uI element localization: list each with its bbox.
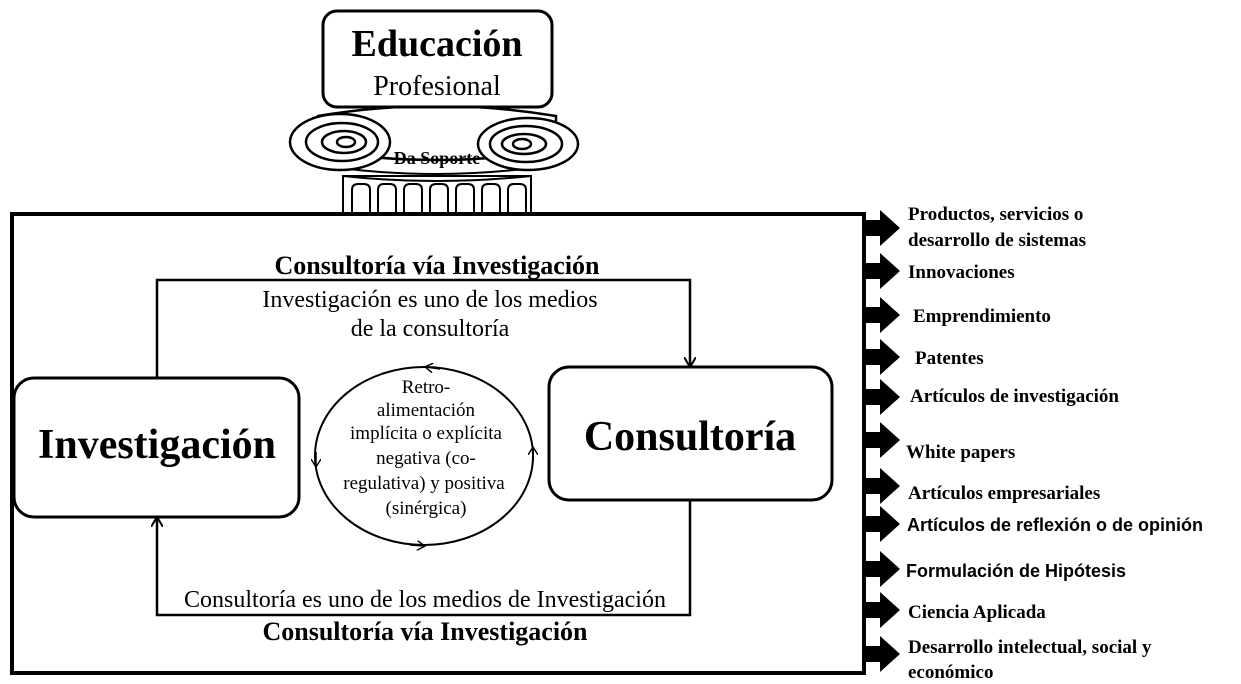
consultoria-label: Consultoría: [584, 414, 796, 460]
output-label-11-line-2: económico: [908, 662, 993, 683]
feedback-arrow-bottom: [409, 545, 424, 546]
education-box: [321, 9, 554, 109]
feedback-line-3: implícita o explícita: [350, 423, 503, 444]
output-label-1-line-2: desarrollo de sistemas: [908, 230, 1086, 251]
bottom-loop-caption: Consultoría es uno de los medios de Inve…: [184, 587, 666, 613]
output-label-8: Artículos de reflexión o de opinión: [907, 515, 1203, 535]
consultoria-node: [547, 365, 834, 502]
education-subtitle: Profesional: [373, 71, 501, 102]
output-arrow-7: [865, 468, 900, 504]
feedback-line-1: Retro-: [402, 377, 451, 398]
pillar-flutes: [351, 183, 527, 214]
output-label-10: Ciencia Aplicada: [908, 602, 1046, 623]
support-label: Da Soporte: [394, 148, 481, 168]
feedback-cycle: Retro- alimentación implícita o explícit…: [315, 367, 533, 546]
top-loop-title: Consultoría vía Investigación: [274, 251, 600, 280]
feedback-line-4: negativa (co-: [376, 448, 476, 469]
top-loop-arrow: [155, 278, 690, 378]
output-label-1-line-1: Productos, servicios o: [908, 204, 1083, 225]
output-arrow-3: [865, 297, 900, 333]
education-title: Educación: [351, 23, 522, 65]
output-arrow-2: [865, 253, 900, 289]
output-label-7: Artículos empresariales: [908, 483, 1100, 504]
output-labels: Productos, servicios o desarrollo de sis…: [906, 204, 1203, 683]
output-label-4: Patentes: [915, 348, 984, 369]
feedback-line-5: regulativa) y positiva: [343, 473, 505, 494]
feedback-line-2: alimentación: [377, 400, 476, 421]
right-volute-icon: [476, 116, 580, 172]
feedback-arrow-top: [426, 367, 441, 369]
top-loop-caption-line1: Investigación es uno de los medios: [262, 287, 597, 313]
output-arrow-4: [865, 339, 900, 375]
output-arrow-10: [865, 592, 900, 628]
investigacion-node: [12, 376, 301, 519]
output-label-5: Artículos de investigación: [910, 386, 1119, 407]
output-label-9: Formulación de Hipótesis: [906, 561, 1126, 581]
output-arrow-5: [865, 379, 900, 415]
output-label-11-line-1: Desarrollo intelectual, social y: [908, 637, 1152, 658]
output-label-2: Innovaciones: [908, 262, 1015, 283]
output-label-6: White papers: [906, 442, 1015, 463]
output-label-3: Emprendimiento: [913, 306, 1051, 327]
output-arrows: [865, 210, 900, 672]
loop-connectors: [155, 278, 692, 617]
output-arrow-6: [865, 422, 900, 458]
pillar-column: Da Soporte Educación Profesional: [288, 9, 580, 215]
left-volute-icon: [288, 112, 392, 172]
bottom-loop-title: Consultoría vía Investigación: [262, 617, 588, 646]
top-loop-caption-line2: de la consultoría: [351, 316, 510, 342]
bottom-loop-arrow: [157, 500, 692, 617]
output-arrow-11: [865, 636, 900, 672]
feedback-line-6: (sinérgica): [386, 498, 467, 519]
output-arrow-1: [865, 210, 900, 246]
investigacion-label: Investigación: [38, 422, 276, 468]
output-arrow-9: [865, 551, 900, 587]
output-arrow-8: [865, 506, 900, 542]
main-frame: [10, 212, 866, 675]
